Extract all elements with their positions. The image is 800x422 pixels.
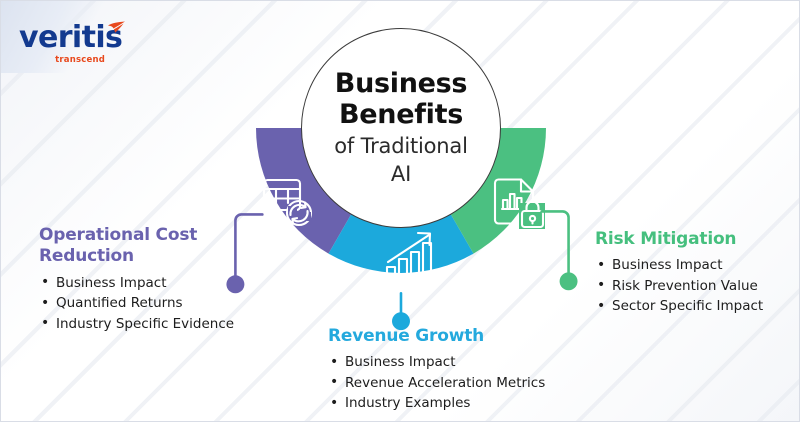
block-operational-cost-reduction: Operational Cost Reduction Business Impa… (39, 225, 274, 334)
list-item: Revenue Acceleration Metrics (328, 372, 588, 394)
list-operational-cost-reduction: Business Impact Quantified Returns Indus… (39, 272, 274, 335)
center-title-line-2: Benefits (338, 99, 463, 131)
list-item: Industry Examples (328, 393, 588, 414)
list-item: Business Impact (595, 255, 795, 276)
bar-chart-growth-icon (383, 231, 437, 277)
brand-tagline: transcend (55, 55, 105, 65)
list-item: Sector Specific Impact (595, 296, 795, 317)
arc-segment-operational-cost-reduction[interactable] (256, 128, 359, 254)
heading-revenue-growth: Revenue Growth (328, 326, 485, 346)
swoosh-icon (108, 21, 125, 33)
list-item: Risk Prevention Value (595, 275, 795, 297)
brand-logo[interactable]: veritis transcend (19, 20, 149, 67)
center-title-line-3: of Traditional (334, 134, 468, 158)
document-chart-lock-icon (493, 178, 545, 229)
block-revenue-growth: Revenue Growth Business Impact Revenue A… (328, 326, 588, 414)
spreadsheet-sync-icon (262, 178, 313, 227)
list-risk-mitigation: Business Impact Risk Prevention Value Se… (595, 255, 795, 317)
center-title-line-1: Business (334, 68, 468, 100)
heading-risk-mitigation: Risk Mitigation (595, 229, 737, 249)
heading-operational-cost-reduction: Operational Cost Reduction (39, 225, 198, 267)
center-title-line-4: AI (390, 161, 412, 186)
list-item: Business Impact (39, 272, 274, 294)
list-revenue-growth: Business Impact Revenue Acceleration Met… (328, 352, 588, 414)
center-title-circle: Business Benefits of Traditional AI (301, 28, 501, 228)
list-item: Business Impact (328, 352, 588, 373)
list-item: Industry Specific Evidence (39, 313, 274, 335)
brand-name: veritis (19, 20, 123, 55)
list-item: Quantified Returns (39, 293, 274, 314)
block-risk-mitigation: Risk Mitigation Business Impact Risk Pre… (595, 229, 795, 317)
